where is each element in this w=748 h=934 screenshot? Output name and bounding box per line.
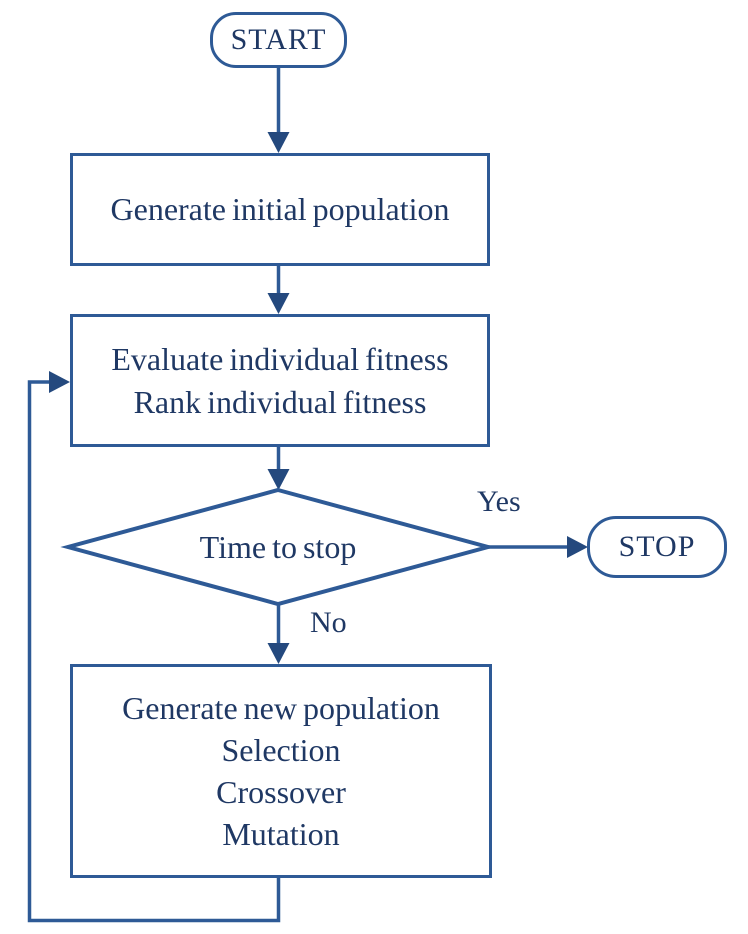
generate-new-line-2: Selection — [221, 731, 341, 768]
arrowhead-down-generate-new — [267, 643, 290, 664]
generate-new-line-3: Crossover — [216, 774, 346, 810]
evaluate-fitness-node: Evaluate individual fitness Rank individ… — [70, 314, 490, 447]
generate-new-population-node: Generate new population Selection Crosso… — [70, 664, 492, 878]
connector-feedback-loop — [27, 380, 281, 923]
edge-label-no: No — [310, 606, 347, 639]
stop-node: STOP — [587, 516, 727, 578]
start-label: START — [230, 23, 327, 57]
arrowhead-right-evaluate — [49, 371, 70, 393]
generate-initial-line: Generate initial population — [110, 191, 450, 228]
generate-new-line-4: Mutation — [222, 816, 340, 853]
arrowhead-down-evaluate — [267, 293, 290, 314]
generate-initial-population-node: Generate initial population — [70, 153, 490, 266]
arrowhead-down-generate — [267, 132, 290, 153]
edge-label-yes: Yes — [477, 485, 521, 518]
arrowhead-right-stop — [567, 536, 588, 558]
decision-diamond — [60, 487, 496, 607]
generate-new-line-1: Generate new population — [122, 689, 440, 726]
stop-label: STOP — [618, 530, 696, 564]
evaluate-line-1: Evaluate individual fitness — [111, 341, 449, 378]
arrowhead-down-decision — [267, 469, 290, 490]
start-node: START — [210, 12, 347, 68]
evaluate-line-2: Rank individual fitness — [133, 383, 427, 420]
